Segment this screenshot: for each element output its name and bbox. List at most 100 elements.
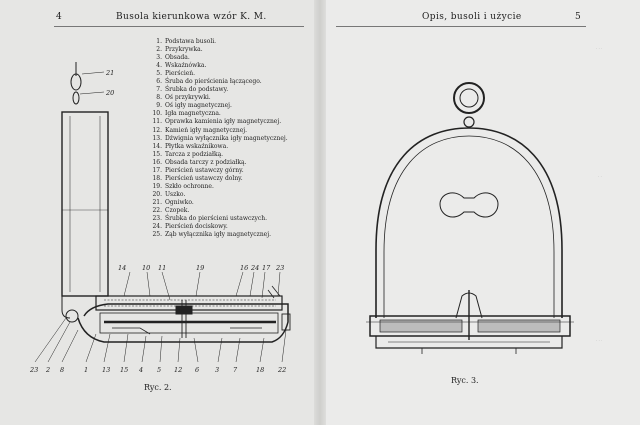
parts-list-label: Przykrywka. — [165, 46, 203, 54]
fig2-callout: 15 — [120, 366, 128, 374]
margin-bleed-1: · · · — [596, 46, 603, 51]
parts-list-item: 8.Oś przykrywki. — [150, 94, 320, 102]
fig2-callout: 11 — [158, 264, 166, 272]
parts-list-item: 15.Tarcza z podziałką. — [150, 151, 320, 159]
fig2-callout: 23 — [275, 264, 284, 272]
fig3-ring — [453, 82, 485, 114]
book-gutter — [314, 0, 326, 425]
parts-list-item: 19.Szkło ochronne. — [150, 183, 320, 191]
fig2-hinge — [65, 309, 79, 323]
parts-list-label: Śrubka do podstawy. — [165, 86, 229, 94]
parts-list-number: 14. — [152, 142, 162, 150]
parts-list-item: 11.Oprawka kamienia igły magnetycznej. — [150, 118, 320, 126]
parts-list-item: 7.Śrubka do podstawy. — [150, 86, 320, 94]
fig2-eyelet — [72, 91, 80, 105]
parts-list-number: 6. — [156, 78, 162, 86]
parts-list-number: 13. — [152, 134, 162, 142]
parts-list-label: Pierścień. — [165, 70, 196, 78]
fig2-callout: 7 — [233, 366, 238, 374]
parts-list-label: Dźwignia wyłącznika igły magnetycznej. — [165, 134, 288, 142]
fig2-callout: 8 — [60, 366, 64, 374]
parts-list-item: 18.Pierścień ustawczy dolny. — [150, 175, 320, 183]
parts-list-item: 22.Czopek. — [150, 207, 320, 215]
fig2-lid — [61, 111, 109, 297]
parts-list-number: 1. — [156, 38, 162, 45]
parts-list-number: 17. — [152, 166, 162, 174]
fig2-callout: 21 — [105, 69, 114, 77]
fig2-callout: 22 — [277, 366, 286, 374]
parts-list-item: 13.Dźwignia wyłącznika igły magnetycznej… — [150, 135, 320, 143]
fig2-callout: 2 — [45, 366, 50, 374]
parts-list-label: Tarcza z podziałką. — [165, 150, 224, 158]
parts-list-label: Igła magnetyczna. — [165, 110, 221, 118]
parts-list-number: 16. — [152, 158, 162, 166]
parts-list-item: 5.Pierścień. — [150, 70, 320, 78]
parts-list-label: Płytka wskaźnikowa. — [165, 142, 229, 150]
parts-list-item: 12.Kamień igły magnetycznej. — [150, 127, 320, 135]
parts-list-number: 7. — [156, 86, 162, 94]
parts-list-number: 10. — [152, 110, 162, 118]
parts-list-item: 21.Ogniwko. — [150, 199, 320, 207]
right-header-rule — [336, 26, 586, 27]
parts-list-number: 9. — [156, 102, 162, 110]
parts-list-label: Czopek. — [165, 206, 190, 214]
fig3-window — [439, 192, 499, 218]
parts-list-item: 23.Śrubka do pierścieni ustawczych. — [150, 215, 320, 223]
parts-list-label: Uszko. — [165, 190, 186, 198]
parts-list-number: 22. — [152, 206, 162, 214]
left-page-number: 4 — [56, 12, 62, 22]
parts-list-label: Pierścień ustawczy górny. — [165, 166, 244, 174]
fig2-callout: 3 — [215, 366, 219, 374]
fig2-callout: 17 — [262, 264, 271, 272]
fig3-dome-outer — [375, 127, 563, 318]
parts-list-label: Obsada. — [165, 54, 190, 62]
figure-2-caption: Ryc. 2. — [144, 383, 172, 392]
margin-bleed-2: · · — [598, 174, 602, 179]
figure-3-caption: Ryc. 3. — [451, 376, 479, 385]
parts-list-label: Pierścień ustawczy dolny. — [165, 174, 243, 182]
parts-list-label: Pierścień dociskowy. — [165, 223, 228, 231]
parts-list-number: 19. — [152, 182, 162, 190]
parts-list-number: 4. — [156, 62, 162, 70]
left-header-rule — [54, 26, 304, 27]
parts-list-number: 20. — [152, 190, 162, 198]
parts-list-label: Obsada tarczy z podziałką. — [165, 158, 247, 166]
parts-list-label: Śrubka do pierścieni ustawczych. — [165, 215, 268, 223]
parts-list-label: Wskaźnówka. — [165, 62, 207, 70]
parts-list-item: 2.Przykrywka. — [150, 46, 320, 54]
fig3-base — [369, 315, 571, 337]
fig2-callout: 14 — [118, 264, 126, 272]
right-page — [320, 0, 640, 425]
parts-list-item: 17.Pierścień ustawczy górny. — [150, 167, 320, 175]
parts-list-label: Podstawa busoli. — [165, 38, 217, 45]
parts-list-number: 18. — [152, 174, 162, 182]
parts-list-label: Ząb wyłącznika igły magnetycznej. — [165, 231, 271, 239]
parts-list-number: 8. — [156, 94, 162, 102]
fig3-eyelet — [463, 116, 475, 128]
left-page — [0, 0, 320, 425]
fig2-callout: 19 — [196, 264, 204, 272]
parts-list-item: 3.Obsada. — [150, 54, 320, 62]
fig2-callout: 12 — [174, 366, 182, 374]
parts-list-number: 24. — [152, 223, 162, 231]
fig2-callout: 18 — [256, 366, 264, 374]
parts-list-label: Oprawka kamienia igły magnetycznej. — [165, 118, 282, 126]
parts-list-item: 20.Uszko. — [150, 191, 320, 199]
parts-list-item: 24.Pierścień dociskowy. — [150, 223, 320, 231]
margin-bleed-3: · · · — [596, 338, 603, 343]
parts-list-item: 16.Obsada tarczy z podziałką. — [150, 159, 320, 167]
fig2-body — [77, 303, 289, 343]
parts-list-number: 21. — [152, 198, 162, 206]
parts-list-number: 5. — [156, 70, 162, 78]
parts-list-label: Śruba do pierścienia łączącego. — [165, 78, 262, 86]
parts-list-number: 12. — [152, 126, 162, 134]
fig2-callout: 5 — [157, 366, 161, 374]
parts-list-item: 14.Płytka wskaźnikowa. — [150, 143, 320, 151]
fig2-callout: 1 — [84, 366, 88, 374]
right-page-number: 5 — [575, 12, 581, 22]
parts-list-item: 1.Podstawa busoli. — [150, 38, 320, 46]
parts-list-item: 25.Ząb wyłącznika igły magnetycznej. — [150, 231, 320, 239]
fig2-callout: 10 — [142, 264, 150, 272]
